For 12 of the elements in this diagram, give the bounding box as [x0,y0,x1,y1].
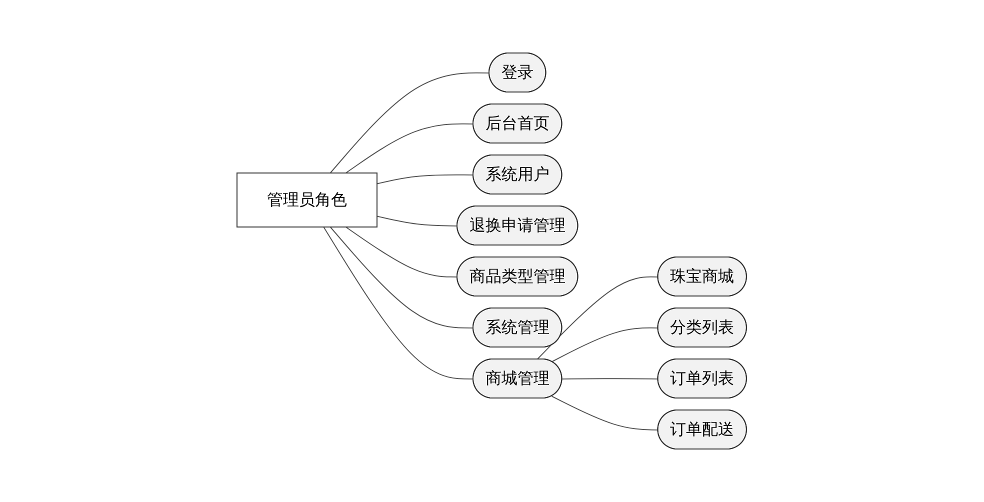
connector [536,276,659,360]
node-box: 管理员角色 [236,172,378,228]
connector [552,396,659,430]
connector [376,174,474,184]
connector [323,226,474,380]
connector [376,216,458,226]
connector [330,226,474,328]
connector [562,378,659,380]
connector [346,226,458,278]
connector [552,327,659,362]
connector [346,123,474,174]
connector [330,72,490,174]
